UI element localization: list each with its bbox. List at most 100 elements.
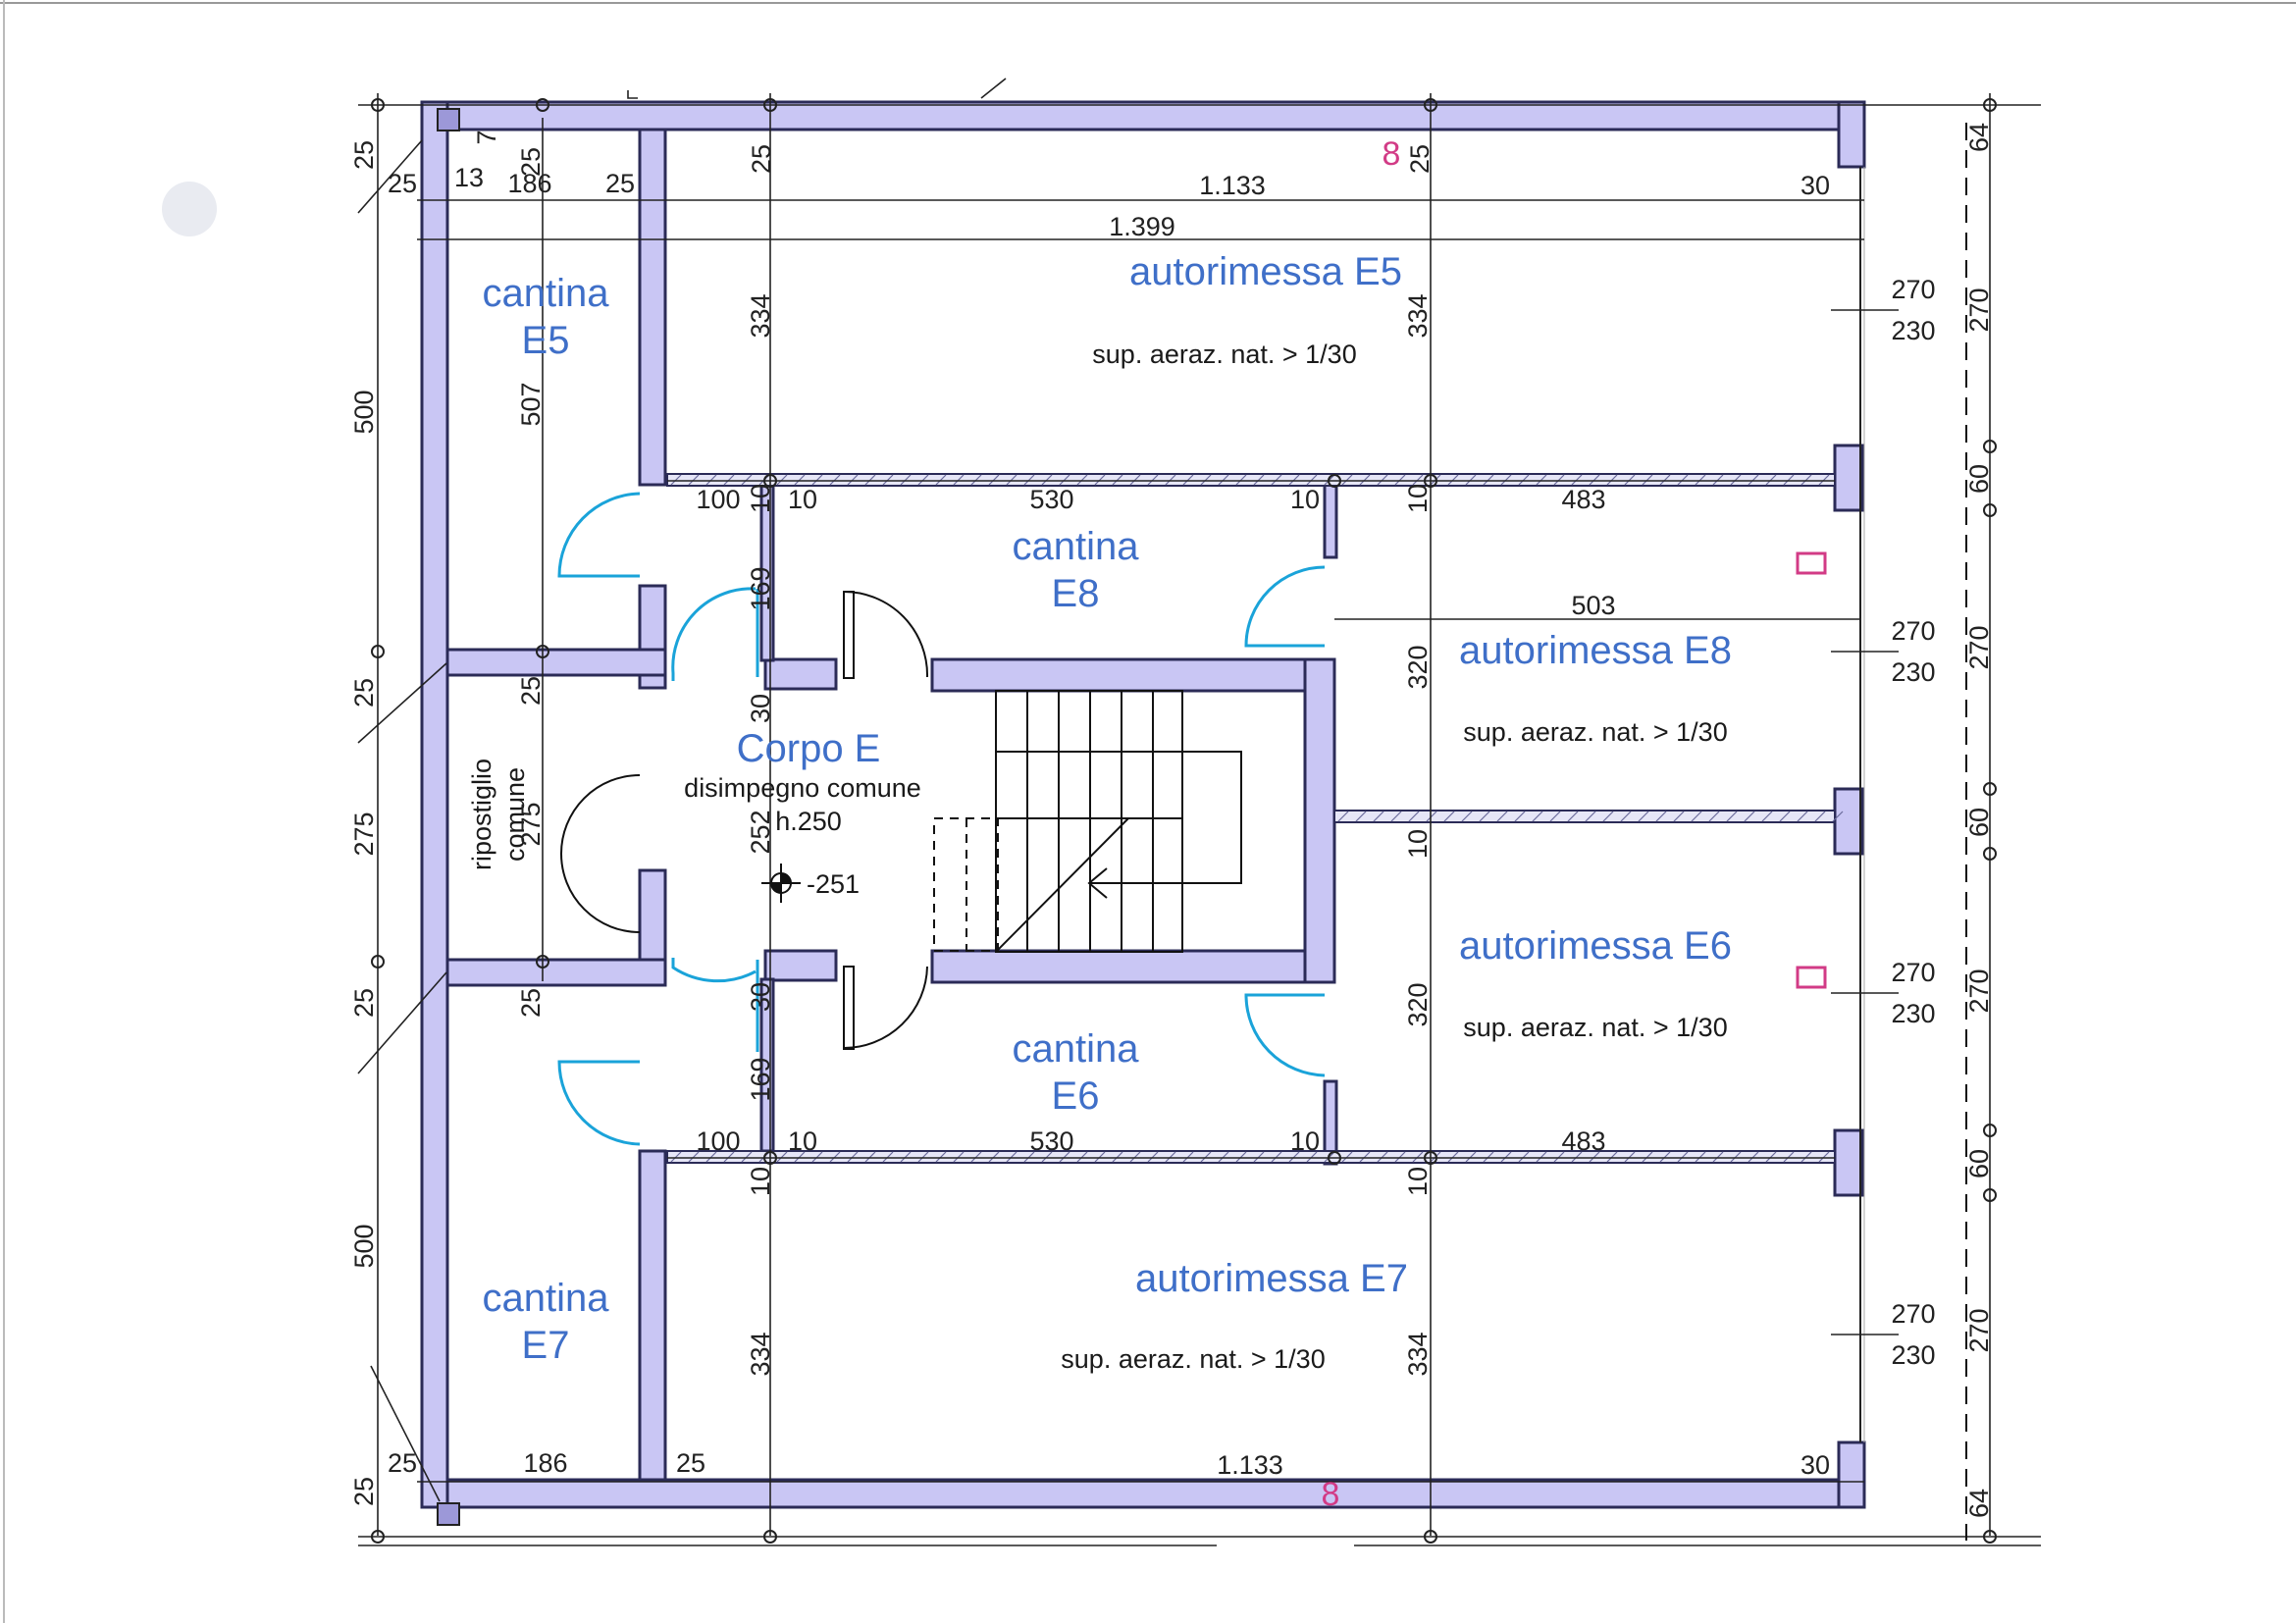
hatch-line: [900, 474, 912, 486]
hatch-line: [829, 1151, 841, 1163]
svg-text:230: 230: [1891, 316, 1935, 345]
hatch-line: [741, 474, 753, 486]
svg-text:186: 186: [507, 169, 551, 198]
svg-text:7: 7: [472, 130, 501, 144]
dimension-texts-vertical: 25 7 25 25 334 334 507 500 25 10 10 169 …: [349, 123, 1994, 1518]
hatch-line: [1783, 1151, 1795, 1163]
svg-text:270: 270: [1964, 625, 1994, 669]
autorimessa-e6-label: autorimessa E6: [1459, 924, 1732, 968]
hatch-line: [705, 474, 717, 486]
hatch-line: [1377, 474, 1388, 486]
svg-text:1.399: 1.399: [1109, 212, 1175, 241]
level-label: -251: [807, 869, 860, 899]
hatch-line: [1691, 811, 1702, 822]
svg-text:270: 270: [1964, 969, 1994, 1013]
hatch-line: [1571, 1151, 1583, 1163]
hatch-line: [917, 474, 929, 486]
hatch-line: [917, 1151, 929, 1163]
hatch-line: [1218, 474, 1229, 486]
hatch-line: [1447, 1151, 1459, 1163]
svg-text:25: 25: [605, 169, 635, 198]
hatch-line: [1744, 811, 1755, 822]
svg-text:30: 30: [746, 694, 775, 723]
hatch-line: [1567, 811, 1579, 822]
svg-text:503: 503: [1571, 591, 1615, 620]
hatch-line: [1059, 1151, 1070, 1163]
hatch-line: [1518, 474, 1530, 486]
svg-text:10: 10: [788, 485, 817, 514]
hatch-line: [1602, 811, 1614, 822]
hatch-line: [1465, 1151, 1477, 1163]
hatch-line: [1659, 474, 1671, 486]
hatch-line: [688, 1151, 700, 1163]
svg-text:30: 30: [1800, 1450, 1830, 1480]
hatch-line: [1341, 1151, 1353, 1163]
autorimessa-e8-note: sup. aeraz. nat. > 1/30: [1463, 717, 1727, 747]
hatch-line: [1006, 1151, 1018, 1163]
svg-text:25: 25: [1405, 144, 1435, 174]
hatch-line: [1642, 1151, 1653, 1163]
hatch-line: [1023, 474, 1035, 486]
hatch-line: [1638, 811, 1649, 822]
hatch-line: [1695, 474, 1706, 486]
cantina-e6-label: cantina: [1013, 1027, 1140, 1071]
cantina-e6-code: E6: [1052, 1074, 1100, 1118]
hatch-line: [1797, 811, 1808, 822]
hatch-line: [1779, 811, 1791, 822]
hatch-line: [935, 474, 947, 486]
svg-text:270: 270: [1891, 958, 1935, 987]
hatch-line: [829, 474, 841, 486]
hatch-line: [953, 1151, 965, 1163]
vent-icon: [1796, 966, 1827, 989]
hatch-line: [1355, 811, 1367, 822]
autorimessa-e5-note: sup. aeraz. nat. > 1/30: [1092, 340, 1356, 369]
svg-text:530: 530: [1029, 485, 1073, 514]
svg-text:100: 100: [696, 1126, 740, 1156]
hatch-line: [1200, 1151, 1212, 1163]
svg-text:25: 25: [349, 988, 379, 1018]
hatch-line: [1447, 474, 1459, 486]
hatch-line: [723, 474, 735, 486]
hatch-line: [1659, 1151, 1671, 1163]
hatch-line: [1800, 1151, 1812, 1163]
hatch-line: [776, 1151, 788, 1163]
svg-text:270: 270: [1891, 275, 1935, 304]
svg-text:334: 334: [746, 1332, 775, 1376]
ripostiglio-label: ripostiglio: [467, 759, 496, 870]
autorimessa-e5-label: autorimessa E5: [1129, 250, 1402, 293]
hatch-line: [1271, 1151, 1282, 1163]
corpo-e-label: Corpo E: [737, 727, 881, 770]
hatch-line: [1059, 474, 1070, 486]
hatch-line: [1306, 1151, 1318, 1163]
hatch-line: [1620, 811, 1632, 822]
hatch-line: [1218, 1151, 1229, 1163]
hatch-line: [1147, 474, 1159, 486]
hatch-line: [1373, 811, 1384, 822]
hatch-line: [1532, 811, 1543, 822]
svg-text:252: 252: [746, 810, 775, 854]
hatch-line: [1553, 1151, 1565, 1163]
hatch-line: [1359, 1151, 1371, 1163]
svg-text:30: 30: [1800, 171, 1830, 200]
comune-label: comune: [500, 767, 530, 862]
hatch-line: [1765, 1151, 1777, 1163]
svg-text:500: 500: [349, 1224, 379, 1268]
dimension-lines: [357, 78, 2041, 1546]
hatch-line: [1337, 811, 1349, 822]
hatch-line: [1708, 811, 1720, 822]
faint-stamp-icon: [162, 182, 217, 236]
svg-text:25: 25: [349, 1477, 379, 1506]
hatch-line: [1589, 474, 1600, 486]
hatch-line: [864, 1151, 876, 1163]
autorimessa-e8-label: autorimessa E8: [1459, 629, 1732, 672]
vent-icon: [1796, 551, 1827, 575]
hatch-line: [847, 474, 859, 486]
hatch-line: [1200, 474, 1212, 486]
cantina-e7-label: cantina: [483, 1277, 610, 1320]
svg-text:10: 10: [1403, 484, 1433, 513]
hatch-line: [1112, 474, 1123, 486]
hatch-line: [1624, 474, 1636, 486]
hatch-line: [1518, 1151, 1530, 1163]
hatch-line: [1730, 1151, 1742, 1163]
hatch-line: [1129, 474, 1141, 486]
